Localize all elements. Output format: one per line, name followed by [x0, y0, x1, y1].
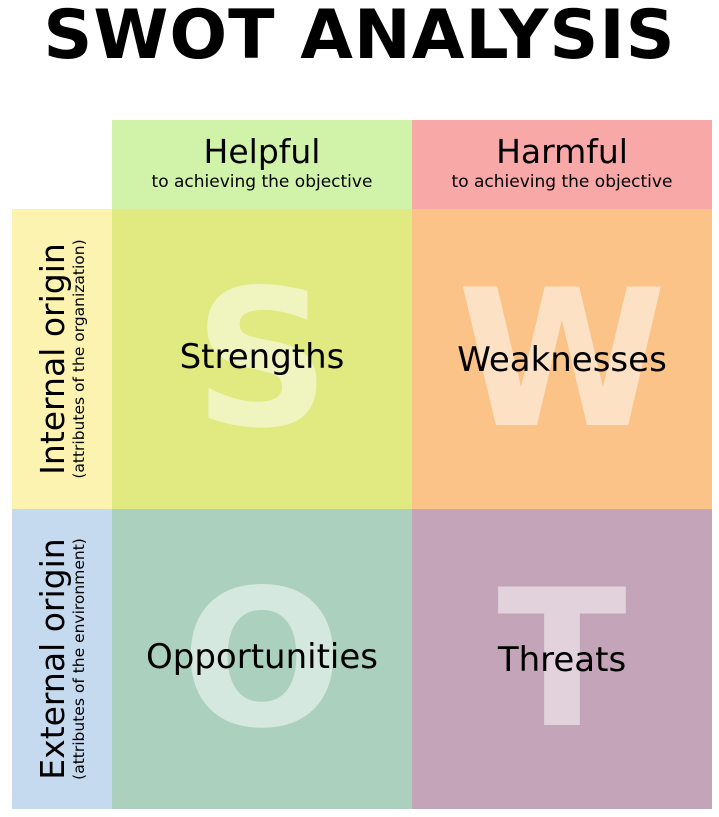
row-header-subtitle: (attributes of the environment)	[70, 538, 88, 780]
row-header-text: External origin (attributes of the envir…	[33, 509, 88, 809]
row-header-title: Internal origin	[33, 243, 72, 475]
watermark-letter: T	[497, 548, 627, 770]
quadrant-label: Strengths	[179, 337, 345, 377]
watermark-letter: S	[193, 248, 331, 470]
quadrant-strengths: S Strengths	[112, 209, 412, 509]
quadrant-label: Threats	[497, 640, 627, 680]
page-title: SWOT ANALYSIS	[43, 0, 676, 75]
column-header-subtitle: to achieving the objective	[451, 172, 673, 192]
column-header-title: Harmful	[496, 132, 628, 171]
row-header-text: Internal origin (attributes of the organ…	[33, 209, 88, 509]
quadrant-weaknesses: W Weaknesses	[412, 209, 712, 509]
column-header-subtitle: to achieving the objective	[151, 172, 373, 192]
row-header-internal: Internal origin (attributes of the organ…	[12, 209, 112, 509]
quadrant-label: Weaknesses	[457, 340, 667, 380]
row-header-title: External origin	[33, 538, 72, 780]
row-header-subtitle: (attributes of the organization)	[70, 239, 88, 479]
watermark-letter: O	[181, 548, 343, 770]
column-header-title: Helpful	[203, 132, 321, 171]
row-header-external: External origin (attributes of the envir…	[12, 509, 112, 809]
quadrant-opportunities: O Opportunities	[112, 509, 412, 809]
watermark-letter: W	[457, 248, 667, 470]
column-header-helpful: Helpful to achieving the objective	[112, 120, 412, 209]
column-header-harmful: Harmful to achieving the objective	[412, 120, 712, 209]
quadrant-label: Opportunities	[146, 637, 378, 677]
quadrant-threats: T Threats	[412, 509, 712, 809]
